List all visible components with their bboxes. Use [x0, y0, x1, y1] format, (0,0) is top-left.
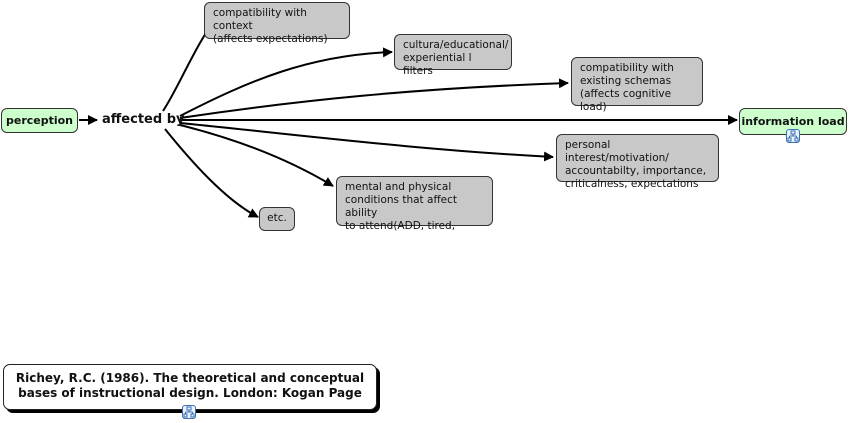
concept-personal-interest[interactable]: personal interest/motivation/ accountabi… [556, 134, 719, 190]
submap-icon[interactable] [786, 129, 800, 143]
citation-reference[interactable]: Richey, R.C. (1986). The theoretical and… [3, 364, 377, 410]
concept-mental-physical-conditions[interactable]: mental and physical conditions that affe… [336, 176, 493, 232]
concept-perception-label: perception [5, 114, 74, 127]
arrow-to-cultural-filters [179, 47, 393, 117]
arrow-to-compat-schemas [179, 78, 569, 119]
submap-icon[interactable] [182, 405, 196, 419]
concept-etc[interactable]: etc. [259, 207, 295, 231]
concept-information-load-label: information load [741, 115, 845, 128]
arrow-to-mental-physical [179, 124, 334, 187]
linking-phrase-affected-by[interactable]: affected by [102, 112, 184, 127]
arrow-to-personal-interest [179, 122, 554, 162]
concept-compatibility-with-schemas[interactable]: compatibility with existing schemas (aff… [571, 57, 703, 113]
concept-perception[interactable]: perception [1, 108, 78, 133]
linking-phrase-label: affected by [102, 112, 185, 127]
arrow-to-etc [164, 128, 259, 218]
concept-compatibility-with-context[interactable]: compatibility with context (affects expe… [204, 2, 350, 45]
concept-cultural-filters[interactable]: cultura/educational/ experiential l filt… [394, 34, 512, 77]
